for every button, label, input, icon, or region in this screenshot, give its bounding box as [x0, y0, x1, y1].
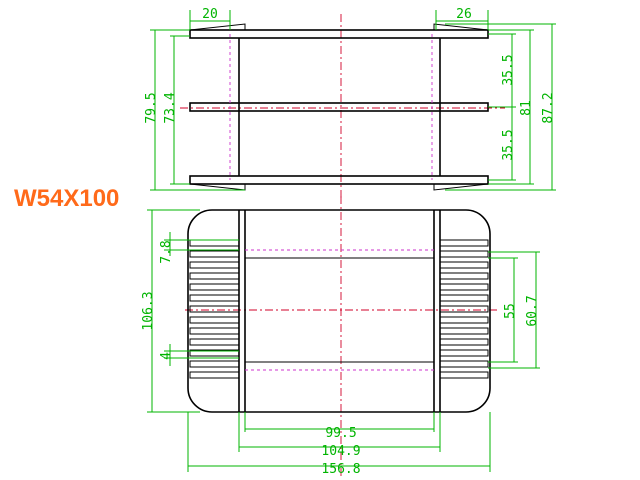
- fin-left-13: [189, 371, 240, 379]
- dim-gap-upper: 35.5: [488, 33, 516, 108]
- fin-left-8: [189, 316, 240, 324]
- dim-height-bottom: 106.3: [141, 209, 200, 413]
- cooling-fins: [189, 239, 489, 379]
- gap-lower-label: 35.5: [501, 129, 516, 160]
- fin-left-4: [189, 272, 240, 280]
- body-outline: [187, 209, 491, 413]
- fin-left-5: [189, 283, 240, 291]
- fin-pitch-label: 4: [159, 352, 174, 360]
- fin-right-2: [439, 250, 489, 258]
- fin-right-6: [439, 294, 489, 302]
- fin-left-3: [189, 261, 240, 269]
- model-title: W54X100: [14, 185, 119, 212]
- dim-width-99: 99.5: [244, 412, 435, 441]
- width-99-label: 99.5: [325, 426, 356, 441]
- dim-gap-lower: 35.5: [488, 107, 516, 181]
- dim-total-81: 81: [488, 29, 534, 185]
- fin-top-label: 7.8: [159, 240, 174, 263]
- dim-fin-pitch: 4: [159, 344, 239, 366]
- width-156-label: 156.8: [321, 462, 360, 477]
- total-81-label: 81: [519, 100, 534, 116]
- dim-flange-right: 26: [435, 7, 489, 30]
- fin-right-13: [439, 371, 489, 379]
- dim-total-87: 87.2: [445, 23, 556, 191]
- height-outer-label: 79.5: [144, 92, 159, 123]
- fin-left-6: [189, 294, 240, 302]
- fin-right-9: [439, 327, 489, 335]
- fin-left-1: [189, 239, 240, 247]
- dim-flange-left: 20: [189, 7, 231, 30]
- inner-60-label: 60.7: [525, 295, 540, 326]
- flange-right-label: 26: [456, 7, 472, 22]
- dim-fin-top: 7.8: [159, 232, 239, 264]
- fin-right-5: [439, 283, 489, 291]
- fin-right-3: [439, 261, 489, 269]
- middle-plate: [189, 102, 489, 112]
- height-inner-label: 73.4: [163, 92, 178, 123]
- dim-inner-55: 55: [488, 257, 518, 363]
- fin-left-11: [189, 349, 240, 357]
- fin-left-9: [189, 327, 240, 335]
- total-87-label: 87.2: [541, 92, 556, 123]
- top-view: 20 26 79.5 73.4 35.5: [144, 7, 556, 200]
- fin-right-8: [439, 316, 489, 324]
- dim-inner-60: 60.7: [488, 251, 540, 369]
- dim-height-inner: 73.4: [163, 35, 190, 185]
- dim-height-outer: 79.5: [144, 29, 245, 191]
- fin-right-1: [439, 239, 489, 247]
- top-plate: [189, 23, 489, 39]
- fin-right-10: [439, 338, 489, 346]
- inner-55-label: 55: [503, 303, 518, 319]
- gap-upper-label: 35.5: [501, 54, 516, 85]
- fin-right-4: [439, 272, 489, 280]
- bottom-view: 7.8 106.3 4 55 60.7: [141, 196, 540, 478]
- fin-left-12: [189, 360, 240, 368]
- width-104-label: 104.9: [321, 444, 360, 459]
- fin-left-10: [189, 338, 240, 346]
- dim-width-104: 104.9: [238, 412, 441, 459]
- fin-right-12: [439, 360, 489, 368]
- fin-left-7: [189, 305, 240, 313]
- dim-width-156: 156.8: [187, 412, 491, 477]
- bottom-plate: [189, 175, 489, 191]
- flange-left-label: 20: [202, 7, 218, 22]
- fin-right-11: [439, 349, 489, 357]
- height-bottom-label: 106.3: [141, 291, 156, 330]
- fin-right-7: [439, 305, 489, 313]
- fin-left-2: [189, 250, 240, 258]
